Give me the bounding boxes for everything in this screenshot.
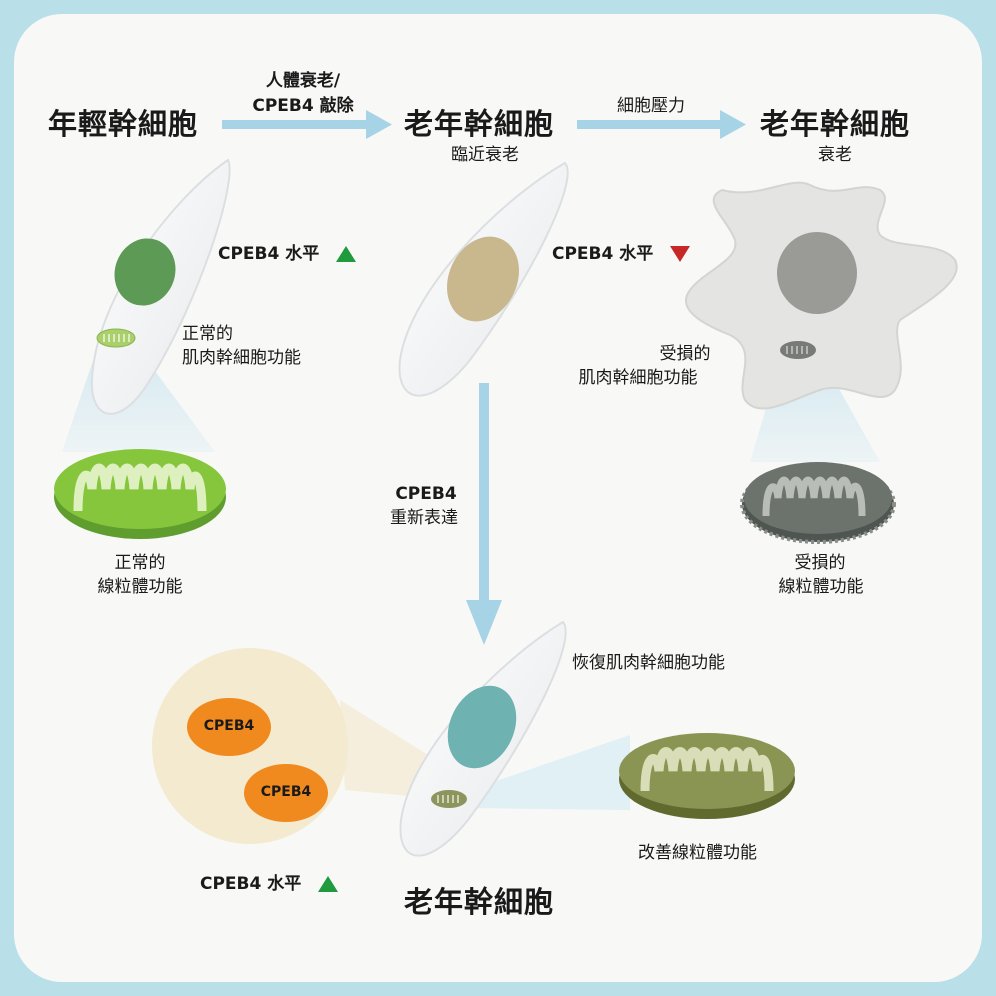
stem-cell-icon: [398, 161, 569, 397]
cpeb4-protein-1: [187, 698, 271, 756]
restored-cpeb4-level: CPEB4 水平: [200, 874, 339, 895]
young-function-line2: 肌肉幹細胞功能: [182, 348, 301, 368]
young-cpeb4-level: CPEB4 水平: [218, 244, 357, 265]
stem-cell-icon: [399, 620, 567, 857]
old-cpeb4-level: CPEB4 水平: [552, 244, 691, 265]
cpeb4-protein-2: [244, 764, 328, 822]
up-triangle-icon: [318, 876, 339, 892]
senescent-mito-line1: 受損的: [794, 553, 846, 573]
young-mito-line1: 正常的: [114, 553, 166, 573]
cpeb4-protein-2-label: CPEB4: [260, 784, 312, 800]
senescent-nucleus: [777, 232, 857, 314]
mitochondrion-icon: [96, 328, 136, 348]
mitochondrion-icon: [54, 449, 226, 539]
senescent-cell-title: 老年幹細胞: [760, 107, 911, 141]
stem-cell-icon: [90, 158, 231, 415]
old-cpeb4-level-text: CPEB4 水平: [552, 244, 654, 264]
reexpression-line2: 重新表達: [390, 508, 458, 528]
arrow2-label: 細胞壓力: [617, 96, 685, 116]
restored-cell-title: 老年幹細胞: [404, 885, 555, 919]
arrow-young-to-old: [222, 110, 392, 139]
up-triangle-icon: [336, 246, 357, 262]
mitochondrion-icon: [780, 341, 816, 359]
mitochondrion-icon: [431, 790, 467, 808]
cpeb4-protein-1-label: CPEB4: [203, 718, 255, 734]
arrow-reexpression: [466, 383, 502, 645]
senescent-function-line1: 受損的: [659, 344, 711, 364]
young-nucleus: [114, 238, 176, 306]
senescent-cell-icon: [685, 181, 958, 410]
young-cpeb4-level-text: CPEB4 水平: [218, 244, 320, 264]
arrow1-label-line2: CPEB4 敲除: [252, 96, 354, 116]
old-cell-title: 老年幹細胞: [404, 107, 555, 141]
arrow-old-to-senescent: [577, 110, 746, 139]
reexpression-line1: CPEB4: [395, 484, 457, 504]
young-function-line1: 正常的: [182, 324, 233, 344]
young-mito-line2: 線粒體功能: [97, 577, 183, 597]
mitochondrion-icon: [740, 462, 896, 544]
mito-improved: 改善線粒體功能: [638, 843, 757, 863]
presenescent-nucleus: [447, 236, 519, 322]
restored-nucleus: [447, 685, 517, 769]
young-cell-title: 年輕幹細胞: [48, 107, 199, 141]
senescent-function-line2: 肌肉幹細胞功能: [578, 368, 698, 388]
senescent-cell-subtitle: 衰老: [818, 145, 852, 165]
restored-function: 恢復肌肉幹細胞功能: [572, 653, 725, 673]
old-cell-subtitle: 臨近衰老: [451, 145, 519, 165]
restored-cpeb4-level-text: CPEB4 水平: [200, 874, 302, 894]
arrow1-label-line1: 人體衰老/: [265, 71, 341, 91]
down-triangle-icon: [670, 246, 691, 262]
senescent-mito-line2: 線粒體功能: [778, 577, 864, 597]
zoom-beam-restored: [470, 735, 630, 810]
mitochondrion-icon: [619, 733, 795, 819]
